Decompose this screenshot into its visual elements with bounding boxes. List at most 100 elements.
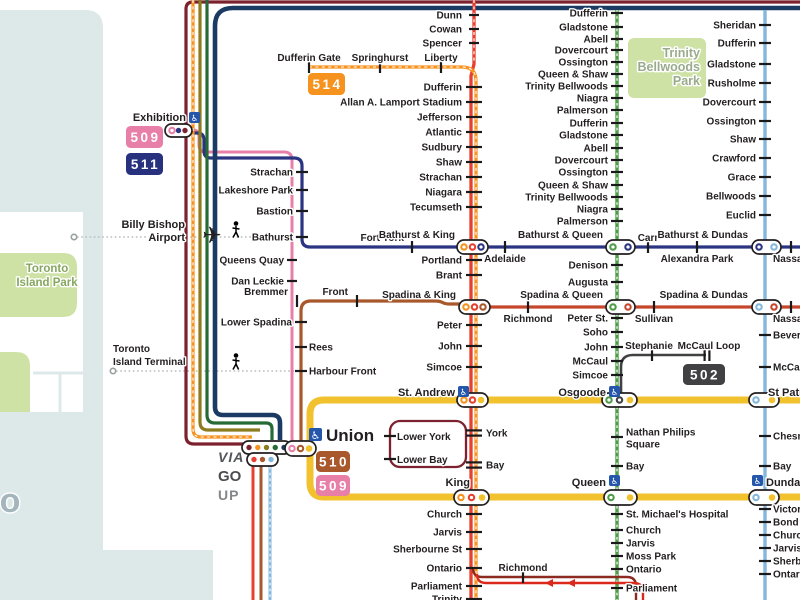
map-label: St Patrick xyxy=(768,387,800,399)
map-label: Airport xyxy=(148,232,185,244)
station-label: Crawford xyxy=(712,154,756,165)
station-label: Sherbourne xyxy=(773,557,800,568)
pill-route-dot xyxy=(768,494,776,501)
station-label: Bellwoods xyxy=(706,192,756,203)
pill-route-dot xyxy=(607,493,615,502)
map-label: Queen xyxy=(572,477,607,489)
arrow-west-icon xyxy=(545,579,553,587)
station-label: Bastion xyxy=(256,207,293,218)
walk-icon xyxy=(232,221,240,238)
accessibility-icon xyxy=(309,428,322,441)
pill-route-dot xyxy=(770,303,778,311)
lower-york-bay-loop xyxy=(388,419,468,469)
route-badge-label: 514 xyxy=(312,77,342,92)
route-502-downtowner xyxy=(619,353,706,400)
island-channels xyxy=(33,371,103,412)
pill-route-dot xyxy=(263,444,270,451)
station-label: Liberty xyxy=(424,53,458,64)
lower-loop xyxy=(384,419,468,469)
station-label: Dufferin xyxy=(718,39,756,50)
parks-layer xyxy=(0,38,706,412)
pill-route-dot xyxy=(251,456,257,463)
station-label: Dufferin xyxy=(570,9,608,20)
station-label: Rusholme xyxy=(708,79,757,90)
station-label: Dufferin xyxy=(424,83,462,94)
accessibility-glyph: ♿ xyxy=(611,387,619,397)
ferry-port-icon xyxy=(70,233,78,241)
station-label: Ontario xyxy=(426,564,462,575)
route-richmond-red xyxy=(475,573,645,600)
station-label: Cowan xyxy=(429,25,462,36)
pill-route-dot xyxy=(462,303,470,311)
route-510-harbourfront-west xyxy=(299,299,462,441)
map-icons: ♿♿♿♿♿♿✈ xyxy=(70,112,763,486)
pill-route-dot xyxy=(615,396,624,404)
map-label: Island Park xyxy=(16,277,78,289)
station-label: Springhurst xyxy=(352,53,409,64)
route-go-navy xyxy=(212,5,800,440)
pill-route-dot xyxy=(605,396,613,404)
station-ticks xyxy=(287,11,793,600)
pill-route-dot xyxy=(624,303,632,311)
station-label: Allan A. Lamport Stadium xyxy=(340,98,462,109)
pill-route-dot xyxy=(752,396,760,404)
accessibility-icon xyxy=(458,386,469,397)
walk-icon-head xyxy=(233,353,239,358)
pill-route-dot xyxy=(752,493,760,502)
map-label: Union xyxy=(326,426,374,445)
station-label: Nassau xyxy=(773,254,800,265)
pill-route-dot xyxy=(255,444,261,451)
route-go-kitchener xyxy=(198,0,260,432)
pill-route-dot xyxy=(609,243,617,251)
walk-icon-body xyxy=(232,358,240,370)
station-label: Dovercourt xyxy=(555,46,609,57)
station-label: Portland xyxy=(421,256,462,267)
station-label: Dufferin xyxy=(570,119,608,130)
station-label: Ossington xyxy=(707,117,756,128)
station-label: Queen & Shaw xyxy=(538,181,608,192)
walk-icon-body xyxy=(232,226,240,238)
station-label: Abell xyxy=(584,35,609,46)
pill-route-dot xyxy=(468,243,477,251)
map-label: Exhibition xyxy=(133,112,186,124)
accessibility-glyph: ♿ xyxy=(611,476,619,486)
pill-route-dot xyxy=(175,127,182,134)
accessibility-icon xyxy=(752,475,763,486)
map-label: King xyxy=(446,477,470,489)
route-badge xyxy=(316,475,350,496)
map-label: GO xyxy=(218,468,242,485)
pill-route-dot xyxy=(182,127,188,134)
route-badge-label: 509 xyxy=(319,479,349,494)
station-label: Augusta xyxy=(568,278,608,289)
station-label: Grace xyxy=(728,173,757,184)
island-park-south xyxy=(0,352,30,412)
pill-route-dot xyxy=(770,243,778,251)
station-label: Simcoe xyxy=(572,371,608,382)
map-label: Toronto xyxy=(113,344,150,355)
station-label: Lakeshore Park xyxy=(219,186,294,197)
interchange-pill-queen xyxy=(603,489,638,506)
station-label: Church xyxy=(626,526,661,537)
station-label: Sheridan xyxy=(713,21,756,32)
station-label: Jarvis xyxy=(773,544,800,555)
station-label: Abell xyxy=(584,144,609,155)
station-label: Bond xyxy=(773,518,799,529)
map-label: Toronto xyxy=(26,263,69,275)
station-label: Trinity xyxy=(432,595,462,600)
map-label: Park xyxy=(673,74,700,88)
map-label: Billy Bishop xyxy=(121,219,185,231)
station-label: Beverley xyxy=(773,331,800,342)
station-label: Carr xyxy=(638,233,659,244)
pill-route-dot xyxy=(468,396,477,404)
station-label: Dan Leckie xyxy=(231,277,284,288)
water-bottom-left xyxy=(0,412,103,600)
pill-route-dot xyxy=(457,493,465,502)
pill-route-dot xyxy=(479,303,487,311)
station-label: Dunn xyxy=(436,11,462,22)
pill-route-dot xyxy=(477,396,485,404)
station-label: Front xyxy=(322,287,348,298)
map-label: Spadina & Dundas xyxy=(660,290,749,301)
station-label: McCaul Loop xyxy=(678,341,741,352)
station-label: Adelaide xyxy=(484,254,526,265)
